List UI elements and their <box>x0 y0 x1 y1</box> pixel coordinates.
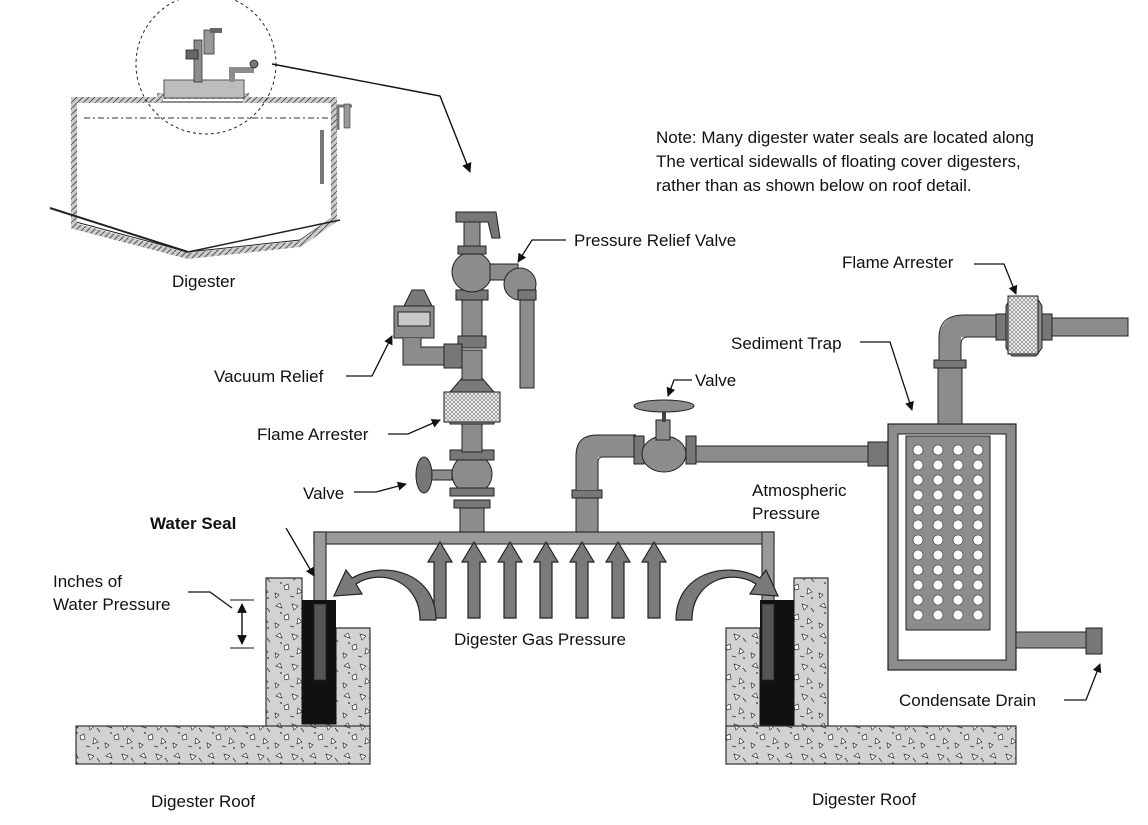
water-seal-label: Water Seal <box>150 513 236 534</box>
trap-hole <box>953 580 963 590</box>
digester-inset <box>50 0 470 256</box>
gas-pressure-arrows <box>428 542 666 618</box>
trap-hole <box>973 490 983 500</box>
trap-hole <box>973 580 983 590</box>
trap-hole <box>973 505 983 515</box>
gas-line-to-sediment-trap <box>572 400 888 532</box>
sediment-trap <box>888 296 1128 670</box>
trap-hole <box>913 460 923 470</box>
trap-hole <box>913 565 923 575</box>
trap-hole <box>953 610 963 620</box>
trap-hole <box>973 460 983 470</box>
trap-hole <box>933 565 943 575</box>
trap-hole <box>973 520 983 530</box>
trap-hole <box>953 460 963 470</box>
digester-roof-slabs <box>76 726 1016 764</box>
trap-hole <box>913 535 923 545</box>
atmospheric-label: Atmospheric <box>752 480 846 501</box>
trap-hole <box>973 535 983 545</box>
trap-hole <box>953 535 963 545</box>
trap-hole <box>933 475 943 485</box>
trap-hole <box>973 595 983 605</box>
valve-mid-label: Valve <box>695 370 736 391</box>
trap-hole <box>933 550 943 560</box>
trap-hole <box>913 445 923 455</box>
trap-hole <box>933 595 943 605</box>
trap-hole <box>913 505 923 515</box>
trap-hole <box>953 505 963 515</box>
digester-roof-right-label: Digester Roof <box>812 789 916 810</box>
flame-arrester-left-label: Flame Arrester <box>257 424 368 445</box>
inches-of-label: Inches of <box>53 571 122 592</box>
trap-hole <box>933 610 943 620</box>
trap-hole <box>953 565 963 575</box>
digester-label: Digester <box>172 271 235 292</box>
vacuum-relief-label: Vacuum Relief <box>214 366 323 387</box>
sediment-trap-label: Sediment Trap <box>731 333 842 354</box>
trap-hole <box>973 565 983 575</box>
trap-hole <box>953 475 963 485</box>
valve-left-label: Valve <box>303 483 344 504</box>
note-line-2: The vertical sidewalls of floating cover… <box>656 150 1034 174</box>
trap-hole <box>913 490 923 500</box>
trap-hole <box>933 460 943 470</box>
digester-gas-pressure-label: Digester Gas Pressure <box>454 629 626 650</box>
flame-arrester-right-label: Flame Arrester <box>842 252 953 273</box>
trap-hole <box>973 445 983 455</box>
trap-hole <box>933 490 943 500</box>
trap-hole <box>933 445 943 455</box>
trap-hole <box>953 550 963 560</box>
curved-arrows <box>334 570 778 620</box>
trap-hole <box>913 520 923 530</box>
vacuum-relief <box>394 290 462 368</box>
note-line-3: rather than as shown below on roof detai… <box>656 174 1034 198</box>
trap-hole <box>913 610 923 620</box>
trap-hole <box>913 580 923 590</box>
trap-hole <box>933 520 943 530</box>
water-pressure-dimension <box>230 600 254 648</box>
digester-roof-left-label: Digester Roof <box>151 791 255 812</box>
condensate-drain-label: Condensate Drain <box>899 690 1036 711</box>
central-riser <box>416 212 536 532</box>
trap-hole <box>933 580 943 590</box>
water-pressure-label: Water Pressure <box>53 594 170 615</box>
trap-hole <box>933 535 943 545</box>
trap-hole <box>913 550 923 560</box>
trap-hole <box>913 475 923 485</box>
trap-hole <box>913 595 923 605</box>
trap-hole <box>953 490 963 500</box>
trap-hole <box>953 520 963 530</box>
note-line-1: Note: Many digester water seals are loca… <box>656 126 1034 150</box>
trap-hole <box>973 610 983 620</box>
trap-hole <box>953 595 963 605</box>
note-text: Note: Many digester water seals are loca… <box>656 126 1034 198</box>
trap-hole <box>973 550 983 560</box>
pressure-label: Pressure <box>752 503 820 524</box>
trap-hole <box>933 505 943 515</box>
left-water-seal-channel <box>266 578 370 740</box>
trap-hole <box>953 445 963 455</box>
pressure-relief-valve-label: Pressure Relief Valve <box>574 230 736 251</box>
trap-hole <box>973 475 983 485</box>
right-water-seal-channel <box>726 578 828 740</box>
